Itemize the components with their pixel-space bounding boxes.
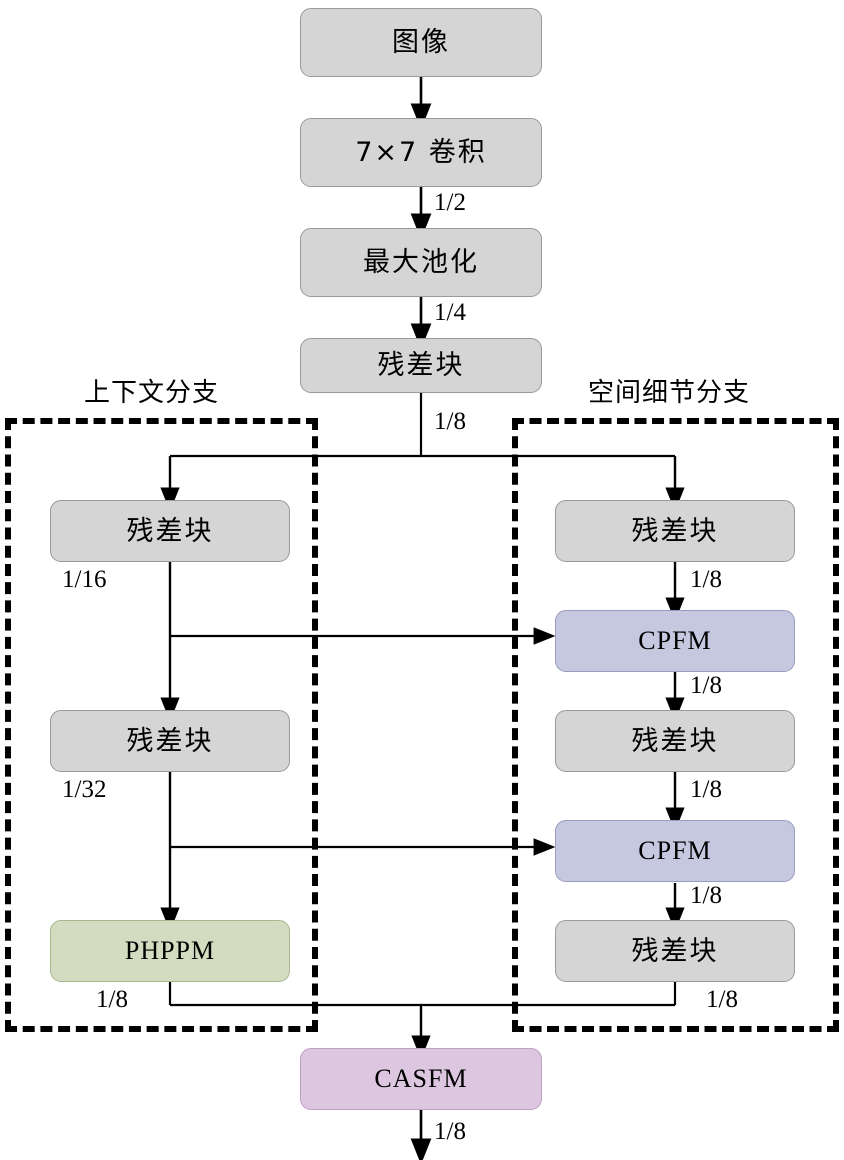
scale-after-maxpool-text: 1/4: [434, 299, 466, 326]
node-spatial-residual-block-1[interactable]: 残差块: [555, 500, 795, 562]
scale-context-res1-text: 1/16: [62, 566, 107, 593]
scale-after-stem-res-text: 1/8: [434, 408, 466, 435]
node-phppm-label: PHPPM: [124, 936, 216, 965]
node-stem-residual-block-label: 残差块: [377, 350, 465, 381]
node-max-pooling[interactable]: 最大池化: [300, 228, 542, 297]
spatial-branch-title-text: 空间细节分支: [588, 378, 751, 408]
node-spatial-residual-block-2[interactable]: 残差块: [555, 710, 795, 772]
scale-context-res2-text: 1/32: [62, 776, 107, 803]
node-max-pooling-label: 最大池化: [363, 247, 479, 278]
node-stem-residual-block[interactable]: 残差块: [300, 338, 542, 393]
node-context-residual-block-1[interactable]: 残差块: [50, 500, 290, 562]
node-cpfm-2-label: CPFM: [638, 836, 712, 865]
node-casfm[interactable]: CASFM: [300, 1048, 542, 1110]
node-image[interactable]: 图像: [300, 8, 542, 77]
node-context-residual-block-1-label: 残差块: [126, 515, 214, 547]
scale-label-after-conv: 1/2: [434, 189, 466, 217]
scale-cpfm2-out-text: 1/8: [690, 882, 722, 909]
node-conv-7x7[interactable]: 7×7 卷积: [300, 118, 542, 187]
node-spatial-residual-block-3[interactable]: 残差块: [555, 920, 795, 982]
scale-phppm-out-text: 1/8: [96, 986, 128, 1013]
node-context-residual-block-2[interactable]: 残差块: [50, 710, 290, 772]
node-cpfm-1-label: CPFM: [638, 626, 712, 655]
scale-label-after-maxpool: 1/4: [434, 299, 466, 327]
scale-label-context-res1: 1/16: [62, 566, 106, 594]
scale-cpfm1-out-text: 1/8: [690, 672, 722, 699]
node-cpfm-1[interactable]: CPFM: [555, 610, 795, 672]
spatial-branch-dashed-box: [512, 418, 839, 1032]
node-conv-7x7-label: 7×7 卷积: [355, 137, 487, 168]
scale-spatial-res1-out-text: 1/8: [690, 566, 722, 593]
context-branch-dashed-box: [5, 418, 318, 1032]
scale-spatial-res3-out-text: 1/8: [706, 986, 738, 1013]
scale-label-spatial-res2-out: 1/8: [690, 776, 722, 804]
scale-spatial-res2-out-text: 1/8: [690, 776, 722, 803]
node-context-residual-block-2-label: 残差块: [126, 725, 214, 757]
node-spatial-residual-block-1-label: 残差块: [631, 515, 719, 547]
context-branch-title: 上下文分支: [84, 372, 219, 409]
scale-casfm-out-text: 1/8: [434, 1118, 466, 1145]
scale-label-phppm-out: 1/8: [96, 986, 128, 1014]
node-casfm-label: CASFM: [374, 1064, 468, 1093]
scale-label-casfm-out: 1/8: [434, 1118, 466, 1146]
node-spatial-residual-block-2-label: 残差块: [631, 725, 719, 757]
node-spatial-residual-block-3-label: 残差块: [631, 935, 719, 967]
node-cpfm-2[interactable]: CPFM: [555, 820, 795, 882]
scale-label-spatial-res3-out: 1/8: [706, 986, 738, 1014]
spatial-branch-title: 空间细节分支: [588, 372, 750, 409]
scale-label-spatial-res1-out: 1/8: [690, 566, 722, 594]
scale-label-after-stem-res: 1/8: [434, 408, 466, 436]
context-branch-title-text: 上下文分支: [84, 378, 220, 408]
scale-label-cpfm2-out: 1/8: [690, 882, 722, 910]
node-phppm[interactable]: PHPPM: [50, 920, 290, 982]
scale-label-cpfm1-out: 1/8: [690, 672, 722, 700]
scale-label-context-res2: 1/32: [62, 776, 106, 804]
node-image-label: 图像: [392, 27, 450, 58]
scale-after-conv-text: 1/2: [434, 189, 466, 216]
